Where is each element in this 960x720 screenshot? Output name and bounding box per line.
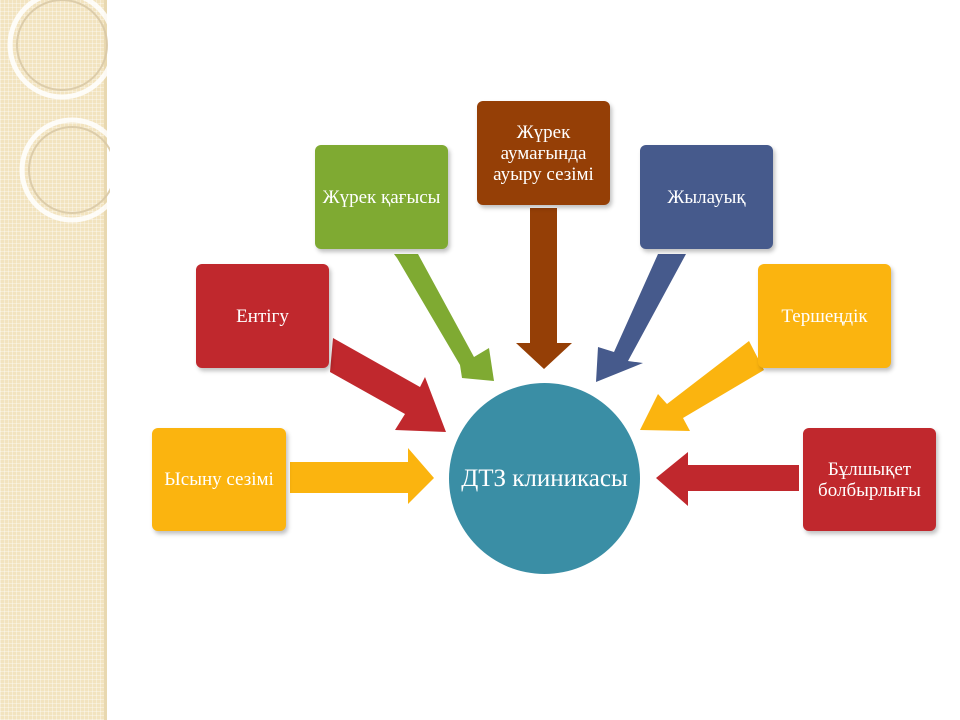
arrow-bulshyket bbox=[656, 452, 799, 506]
node-zhurek-auyru: Жүрек аумағында ауыру сезімі bbox=[477, 101, 610, 205]
arrow-ysynu bbox=[290, 448, 434, 504]
node-zhurek-kagysy: Жүрек қағысы bbox=[315, 145, 448, 249]
node-zhylauyk-label: Жылауық bbox=[667, 186, 746, 208]
arrow-zhurek-kagysy bbox=[394, 254, 494, 381]
node-bulshyket-label: Бұлшықет болбырлығы bbox=[818, 458, 921, 501]
node-zhurek-auyru-label: Жүрек аумағында ауыру сезімі bbox=[493, 121, 594, 185]
node-zhylauyk: Жылауық bbox=[640, 145, 773, 249]
node-entigu: Ентігу bbox=[196, 264, 329, 368]
center-node-label: ДТЗ клиникасы bbox=[461, 465, 628, 492]
arrow-zhurek-auyru bbox=[516, 208, 572, 369]
sidebar-edge bbox=[104, 0, 107, 720]
node-tershendik-label: Тершеңдік bbox=[781, 305, 868, 327]
arrow-entigu bbox=[330, 338, 446, 432]
node-zhurek-kagysy-label: Жүрек қағысы bbox=[322, 186, 441, 208]
arrow-tershendik bbox=[640, 341, 764, 431]
center-node: ДТЗ клиникасы bbox=[449, 383, 640, 574]
arrow-zhylauyk bbox=[596, 254, 686, 382]
node-bulshyket: Бұлшықет болбырлығы bbox=[803, 428, 936, 531]
node-ysynu-label: Ысыну сезімі bbox=[164, 469, 274, 490]
decorative-rings bbox=[7, 0, 110, 223]
node-ysynu: Ысыну сезімі bbox=[152, 428, 286, 531]
node-entigu-label: Ентігу bbox=[236, 305, 289, 327]
node-tershendik: Тершеңдік bbox=[758, 264, 891, 368]
